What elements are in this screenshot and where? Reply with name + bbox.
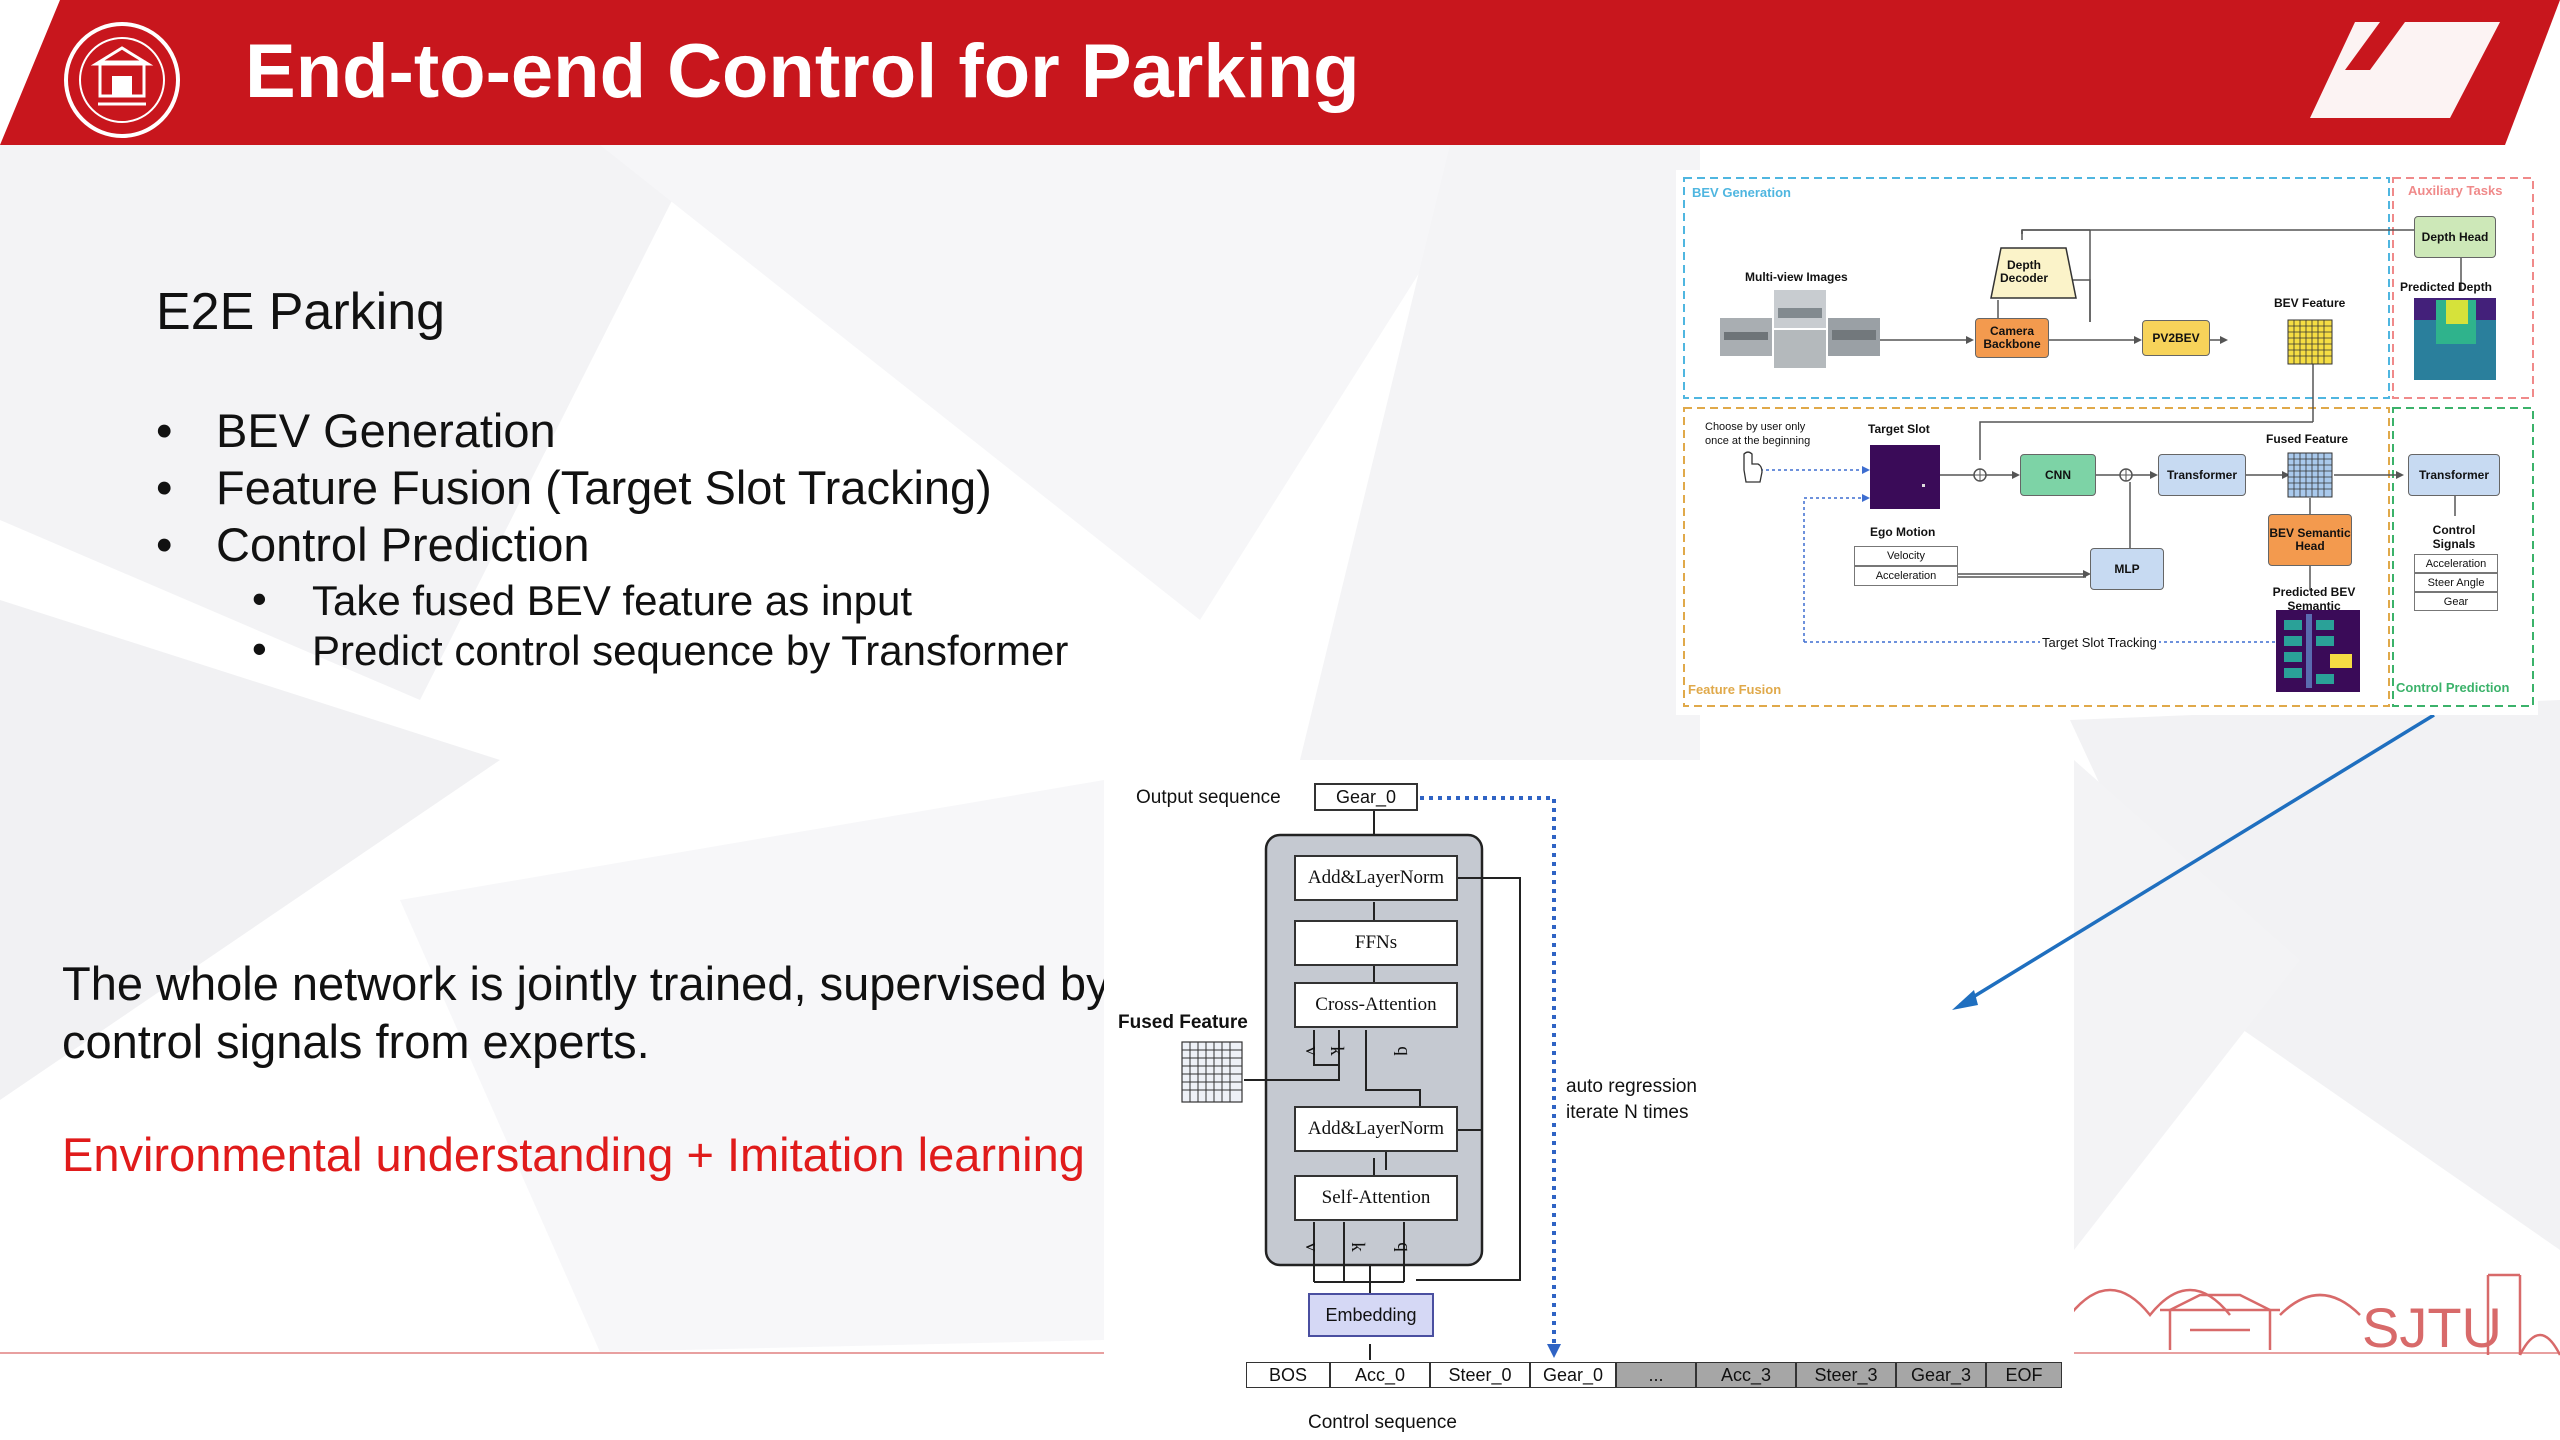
feature-fusion-label: Feature Fusion: [1688, 682, 1782, 697]
cross-attn-q-label: q: [1392, 1046, 1414, 1056]
control-sequence-cell: Gear_0: [1530, 1362, 1616, 1388]
control-sequence-cell: Steer_0: [1430, 1362, 1530, 1388]
predicted-bev-semantic-label: Predicted BEV Semantic: [2272, 585, 2356, 613]
embedding-box: Embedding: [1308, 1293, 1434, 1337]
ffn-block: FFNs: [1294, 920, 1458, 966]
output-sequence-label: Output sequence: [1136, 787, 1281, 808]
camera-backbone-box: Camera Backbone: [1975, 318, 2049, 358]
add-layernorm-top: Add&LayerNorm: [1294, 855, 1458, 901]
depth-head-box: Depth Head: [2414, 216, 2496, 258]
control-transformer-box: Transformer: [2408, 454, 2500, 496]
control-sequence-cell: Gear_3: [1896, 1362, 1986, 1388]
cross-attention-block: Cross-Attention: [1294, 982, 1458, 1028]
control-signal-acceleration: Acceleration: [2414, 554, 2498, 573]
auxiliary-tasks-label: Auxiliary Tasks: [2408, 183, 2503, 198]
bev-generation-label: BEV Generation: [1692, 185, 1791, 200]
cross-attn-k-label: k: [1325, 1046, 1347, 1056]
control-prediction-label: Control Prediction: [2396, 680, 2510, 695]
auto-regression-label-2: iterate N times: [1566, 1102, 1689, 1123]
velocity-cell: Velocity: [1854, 546, 1958, 566]
fused-feature-label: Fused Feature: [2266, 432, 2349, 446]
decoder-diagram-lines: [1181, 796, 1561, 1360]
choose-by-user-label-1: Choose by user only: [1705, 421, 1806, 433]
target-slot-tracking-label: Target Slot Tracking: [2040, 635, 2159, 650]
bev-semantic-head-box: BEV Semantic Head: [2268, 514, 2352, 566]
self-attn-k-label: k: [1346, 1242, 1368, 1252]
section-heading: E2E Parking: [156, 283, 446, 341]
page-title: End-to-end Control for Parking: [245, 29, 1360, 114]
control-signal-gear: Gear: [2414, 592, 2498, 611]
control-sequence-cell: EOF: [1986, 1362, 2062, 1388]
control-sequence-cell: Acc_0: [1330, 1362, 1430, 1388]
auto-regression-label-1: auto regression: [1566, 1076, 1697, 1097]
cnn-box: CNN: [2020, 454, 2096, 496]
control-sequence-cell: Steer_3: [1796, 1362, 1896, 1388]
sjtu-gate-decoration: SJTU: [2070, 1273, 2560, 1359]
header-banner: [0, 0, 2560, 145]
highlight-text: Environmental understanding + Imitation …: [62, 1128, 1085, 1181]
fused-feature-label: Fused Feature: [1118, 1012, 1248, 1033]
self-attention-block: Self-Attention: [1294, 1175, 1458, 1221]
predicted-depth-label: Predicted Depth: [2400, 280, 2493, 294]
control-signals-label: Control Signals: [2432, 523, 2476, 551]
add-layernorm-bottom: Add&LayerNorm: [1294, 1106, 1458, 1152]
control-sequence-cell: ...: [1616, 1362, 1696, 1388]
cross-attn-v-label: v: [1300, 1046, 1322, 1056]
mlp-box: MLP: [2090, 548, 2164, 590]
control-sequence-cell: BOS: [1246, 1362, 1330, 1388]
sjtu-logo-text: SJTU: [2362, 1296, 2502, 1359]
university-seal-logo: [64, 22, 180, 138]
bev-feature-label: BEV Feature: [2274, 296, 2346, 310]
choose-by-user-label-2: once at the beginning: [1705, 435, 1811, 447]
architecture-diagram-lines: [1683, 177, 2534, 707]
target-slot-label: Target Slot: [1868, 422, 1930, 436]
pv2bev-box: PV2BEV: [2142, 320, 2210, 356]
depth-decoder-label: Depth Decoder: [1999, 258, 2049, 285]
self-attn-q-label: q: [1392, 1242, 1414, 1252]
acceleration-cell: Acceleration: [1854, 566, 1958, 586]
architecture-diagram-panel: [1676, 170, 2538, 715]
control-sequence-label: Control sequence: [1308, 1412, 1457, 1433]
control-signal-steer-angle: Steer Angle: [2414, 573, 2498, 592]
ego-motion-label: Ego Motion: [1870, 525, 1936, 539]
multi-view-images-label: Multi-view Images: [1745, 270, 1848, 284]
fusion-transformer-box: Transformer: [2158, 454, 2246, 496]
pointer-arrow: [1952, 713, 2435, 1010]
output-token-box: Gear_0: [1314, 783, 1418, 811]
control-sequence-cell: Acc_3: [1696, 1362, 1796, 1388]
hand-pointer-icon: [1743, 451, 1763, 483]
joint-training-text: The whole network is jointly trained, su…: [62, 957, 1110, 1068]
self-attn-v-label: v: [1300, 1242, 1322, 1252]
